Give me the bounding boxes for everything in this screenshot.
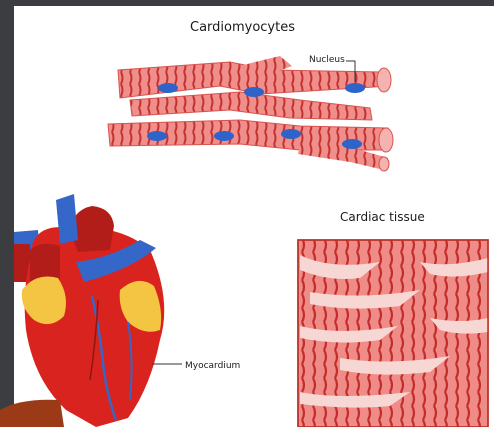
cardiac-tissue-illustration (298, 240, 488, 427)
nucleus-label: Nucleus (309, 55, 345, 65)
nucleus (345, 83, 365, 93)
nucleus (342, 139, 362, 149)
nucleus (147, 131, 167, 141)
fiber-end-top (377, 68, 391, 92)
nucleus (281, 129, 301, 139)
nucleus (244, 87, 264, 97)
nucleus (214, 131, 234, 141)
cardiac-tissue-label: Cardiac tissue (340, 210, 425, 224)
fiber-end-branch (379, 157, 389, 171)
corner-shape (0, 400, 64, 427)
myocardium-label: Myocardium (185, 361, 240, 371)
nucleus (158, 83, 178, 93)
fiber-end-bottom (379, 128, 393, 152)
diagram-title: Cardiomyocytes (190, 20, 295, 35)
